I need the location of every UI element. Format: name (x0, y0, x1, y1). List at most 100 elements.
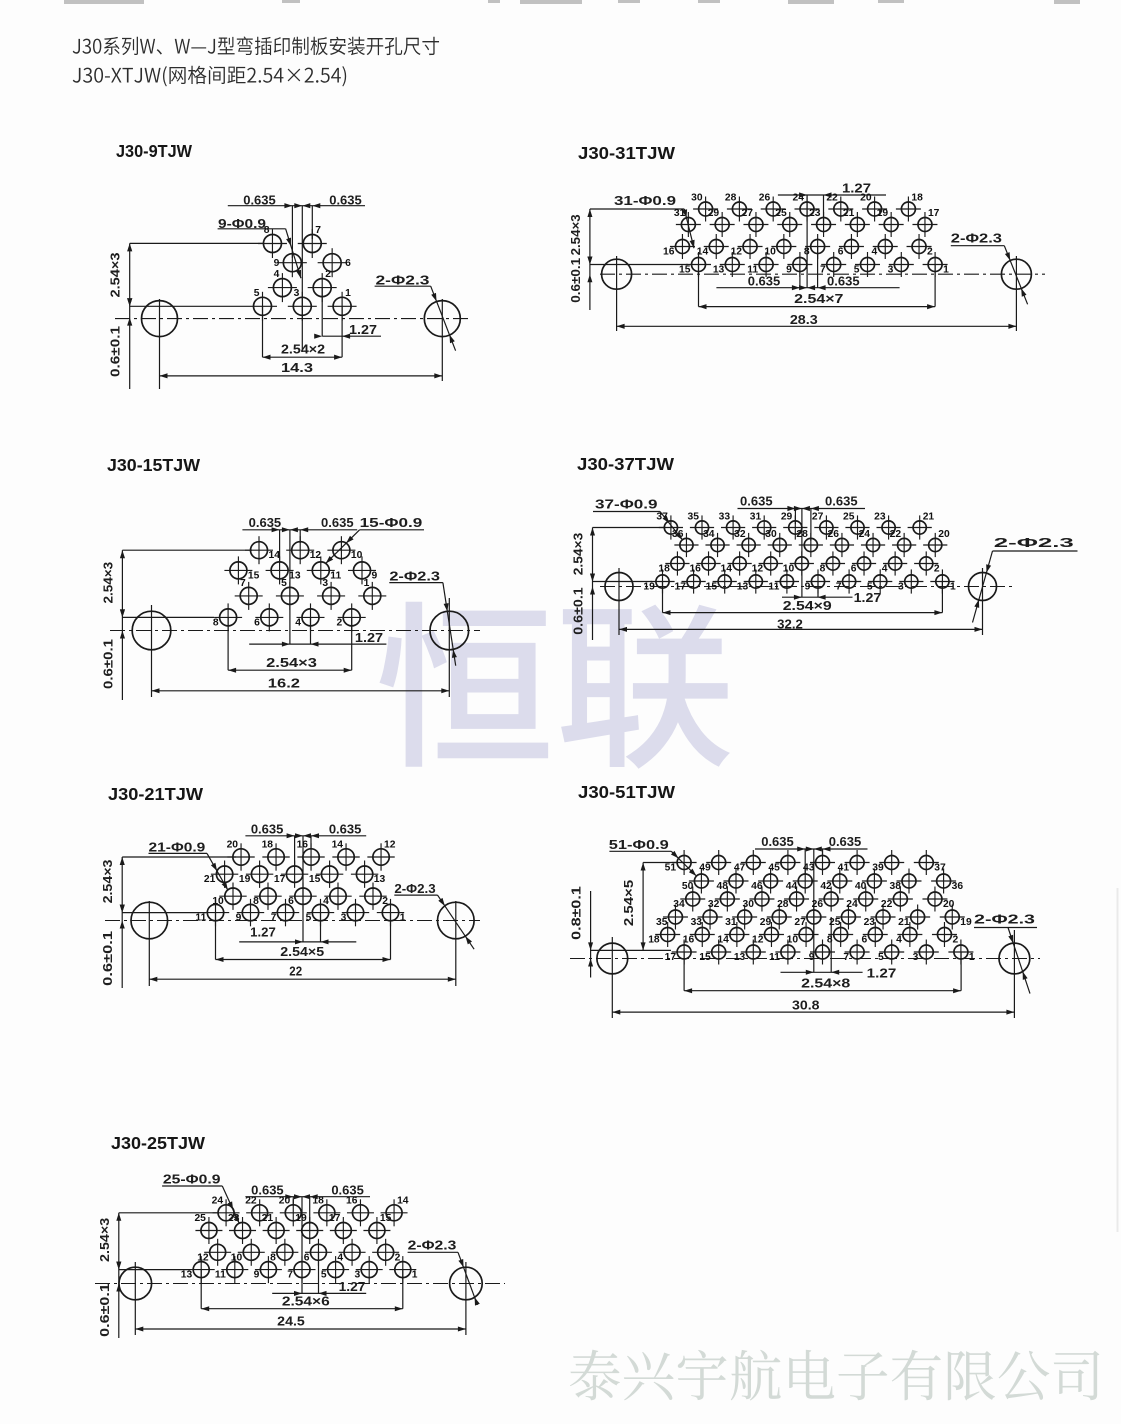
pin-number: 2 (336, 617, 342, 628)
pin-number: 34 (703, 529, 715, 540)
pin-number: 11 (769, 952, 780, 963)
glyph (623, 1351, 674, 1401)
pin-number: 36 (952, 881, 964, 892)
pin-number: 20 (938, 529, 950, 540)
callout-label: 2-Φ2.3 (994, 535, 1074, 550)
dim-label: 0.635 (321, 515, 354, 530)
dim-arrow (289, 527, 298, 533)
dim-arrow (640, 862, 646, 871)
dim-arrow (441, 688, 450, 694)
pin-number: 8 (827, 935, 833, 946)
dim-label: 0.635 (748, 274, 781, 289)
dim-arrow (1006, 1009, 1015, 1015)
pin-hole-30: 30 (742, 886, 775, 912)
pin-hole-11: 11 (195, 898, 230, 927)
dim-label: 0.635 (249, 515, 282, 530)
pin-hole-33: 33 (719, 511, 746, 540)
pin-number: 18 (911, 193, 923, 204)
dim-arrow (807, 285, 816, 291)
pin-number: 25 (775, 208, 787, 219)
pin-hole-9: 9 (254, 1256, 282, 1284)
pin-number: 8 (270, 1252, 276, 1263)
glyph (331, 67, 341, 83)
pin-hole-23: 23 (228, 1213, 257, 1244)
mount-hole-right (436, 901, 475, 940)
dim-arrow (295, 833, 303, 839)
dim-label: 0.6±0.1 (100, 639, 115, 689)
page-header (72, 36, 440, 87)
pin-hole-16: 16 (346, 1195, 374, 1227)
pin-hole-33: 33 (691, 904, 723, 930)
pin-number: 31 (750, 511, 762, 522)
pin-hole-48: 48 (717, 868, 749, 894)
pin-hole-3: 3 (317, 578, 346, 610)
pin-hole-43: 43 (803, 850, 835, 875)
dim-label: 0.6±0.1 (100, 931, 115, 986)
pin-hole-5: 5 (878, 939, 905, 965)
leader-arrow (221, 881, 228, 890)
leader-arrow (449, 334, 455, 344)
pin-hole-6: 6 (851, 551, 877, 576)
pin-number: 11 (768, 582, 779, 593)
dim-label: 0.635 (740, 493, 773, 508)
dim-arrow (302, 1194, 310, 1200)
glyph (998, 1350, 1050, 1400)
scan-artifact (488, 0, 500, 3)
pin-hole-13: 13 (737, 569, 768, 594)
pin-hole-25: 25 (843, 511, 870, 540)
dim-label: 1.27 (854, 590, 882, 605)
pin-hole-12: 12 (752, 922, 784, 947)
dim-arrow (1008, 323, 1017, 329)
pin-hole-5: 5 (248, 288, 277, 321)
pin-hole-23: 23 (874, 511, 901, 540)
pin-hole-4: 4 (323, 882, 352, 910)
pin-number: 9 (805, 582, 811, 593)
pin-hole-2: 2 (914, 551, 940, 576)
dim-arrow (797, 846, 806, 852)
pin-hole-38: 38 (890, 868, 922, 894)
pin-number: 29 (708, 208, 720, 219)
pin-hole-11: 11 (768, 569, 799, 594)
pin-number: 3 (294, 288, 300, 299)
dim-label: 28.3 (790, 312, 818, 327)
pin-number: 4 (882, 564, 888, 575)
pin-number: 11 (330, 570, 341, 581)
callout-label: 31-Φ0.9 (614, 193, 676, 208)
pin-number: 39 (872, 863, 884, 874)
glyph (72, 38, 81, 54)
pin-hole-25: 25 (775, 208, 803, 237)
glyph (1053, 1350, 1100, 1401)
pin-hole-8: 8 (253, 882, 282, 910)
glyph (561, 604, 730, 769)
dim-label: 0.6±0.1 (97, 1283, 112, 1337)
pin-number: 27 (812, 511, 824, 522)
dim-arrow (817, 594, 826, 600)
pin-hole-12: 12 (286, 536, 322, 565)
pin-hole-13: 13 (713, 252, 745, 277)
pin-hole-9: 9 (348, 556, 378, 585)
pin-hole-14: 14 (717, 922, 750, 947)
diagram-title: J30-31TJW (578, 143, 676, 163)
pin-number: 15 (699, 952, 711, 963)
dim-arrow (343, 667, 352, 673)
pin-hole-1: 1 (930, 569, 956, 594)
glyph (139, 38, 156, 54)
glyph (292, 36, 309, 56)
glyph (677, 1349, 727, 1401)
pin-number: 14 (697, 247, 709, 258)
pin-number: 18 (312, 1195, 324, 1206)
pin-number: 8 (804, 247, 810, 258)
pin-hole-14: 14 (380, 1195, 409, 1227)
pin-hole-28: 28 (777, 886, 810, 912)
glyph (247, 67, 257, 83)
glyph (94, 67, 104, 83)
dim-arrow (805, 846, 814, 852)
pin-hole-5: 5 (321, 1256, 350, 1284)
pin-number: 12 (310, 550, 322, 561)
pin-hole-36: 36 (672, 529, 699, 558)
dim-label: 2.54×7 (794, 291, 843, 306)
pin-number: 2 (325, 269, 331, 280)
leader-arrow (682, 209, 688, 218)
